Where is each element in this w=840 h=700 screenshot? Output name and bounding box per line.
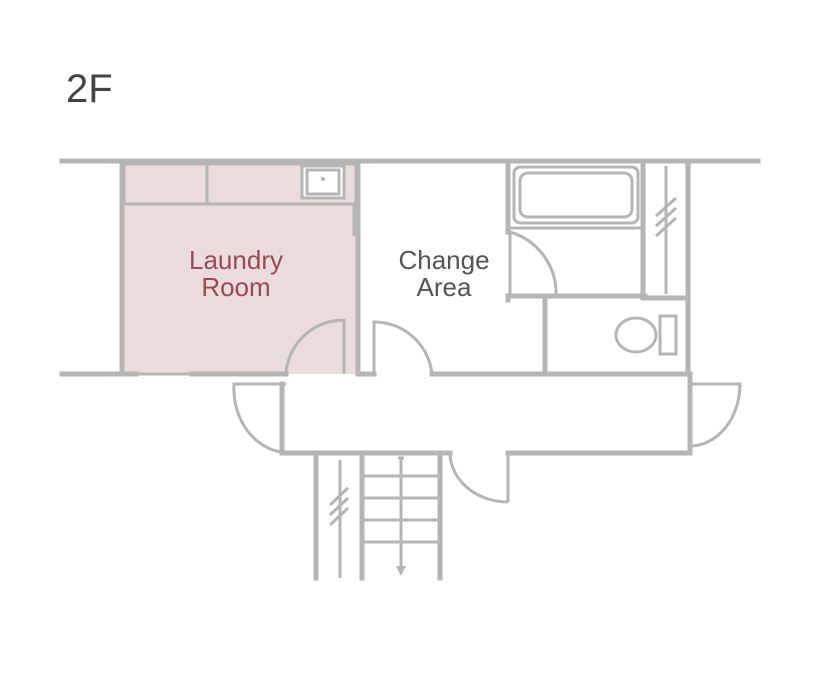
- stair-arrow-icon: [396, 566, 406, 576]
- change-area-label-line2: Area: [417, 272, 472, 302]
- toilet-tank-icon: [658, 314, 678, 356]
- stair-left-hatch-2: [328, 496, 350, 517]
- laundry-room-label-line2: Room: [201, 272, 270, 302]
- laundry-door-swing: [284, 318, 346, 374]
- closet-hatch-2: [654, 206, 678, 228]
- floor-label: 2F: [66, 67, 113, 111]
- bathtub-icon: [512, 165, 640, 225]
- closet-hatch-3: [654, 216, 678, 238]
- laundry-counter: [122, 162, 358, 206]
- bath-door-swing: [509, 230, 558, 297]
- laundry-room-label-line1: Laundry: [189, 245, 283, 275]
- stair-left-hatch-1: [328, 486, 350, 507]
- hallway-left-bay: [232, 382, 286, 454]
- change-door-swing: [372, 320, 434, 375]
- change-area-label-line1: Change: [398, 245, 489, 275]
- hall-door-swing: [448, 454, 509, 504]
- sink-basin-icon: [305, 168, 341, 196]
- toilet-bowl-icon: [614, 316, 658, 354]
- closet-hatch-1: [654, 196, 678, 218]
- hallway-right-bay: [689, 382, 742, 448]
- stair-left-hatch-3: [328, 506, 350, 527]
- bathtub-inner-icon: [518, 171, 634, 219]
- sink-drain-icon: [321, 177, 325, 181]
